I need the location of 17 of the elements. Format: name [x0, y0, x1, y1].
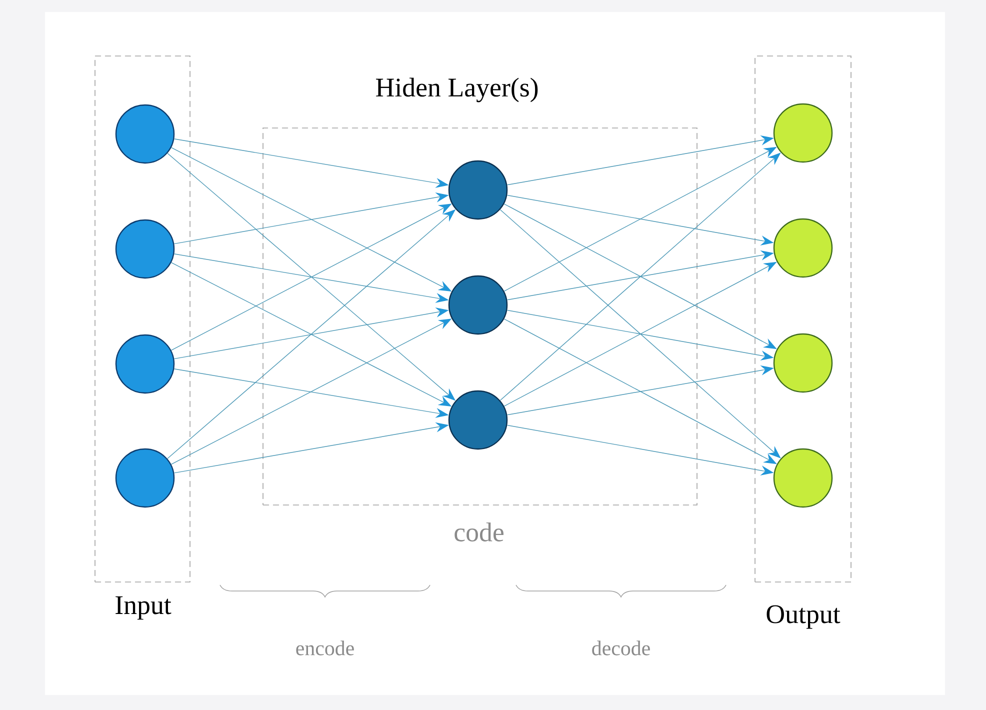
- neuron-circle: [115, 334, 175, 394]
- neuron-circle: [115, 104, 175, 164]
- layer-label: code: [454, 522, 504, 542]
- neuron-circle: [773, 333, 833, 393]
- neuron-circle: [115, 219, 175, 279]
- neuron-circle: [448, 160, 508, 220]
- phase-label: encode: [296, 640, 354, 656]
- neuron-circle: [115, 448, 175, 508]
- layer-label: Hiden Layer(s): [376, 78, 538, 102]
- neuron-circle: [448, 275, 508, 335]
- phase-label: decode: [592, 640, 650, 656]
- neuron-circle: [448, 390, 508, 450]
- neuron-circle: [773, 448, 833, 508]
- layer-label: Output: [766, 605, 840, 629]
- neuron-circle: [773, 103, 833, 163]
- layer-label: Input: [116, 596, 172, 620]
- neuron-circle: [773, 218, 833, 278]
